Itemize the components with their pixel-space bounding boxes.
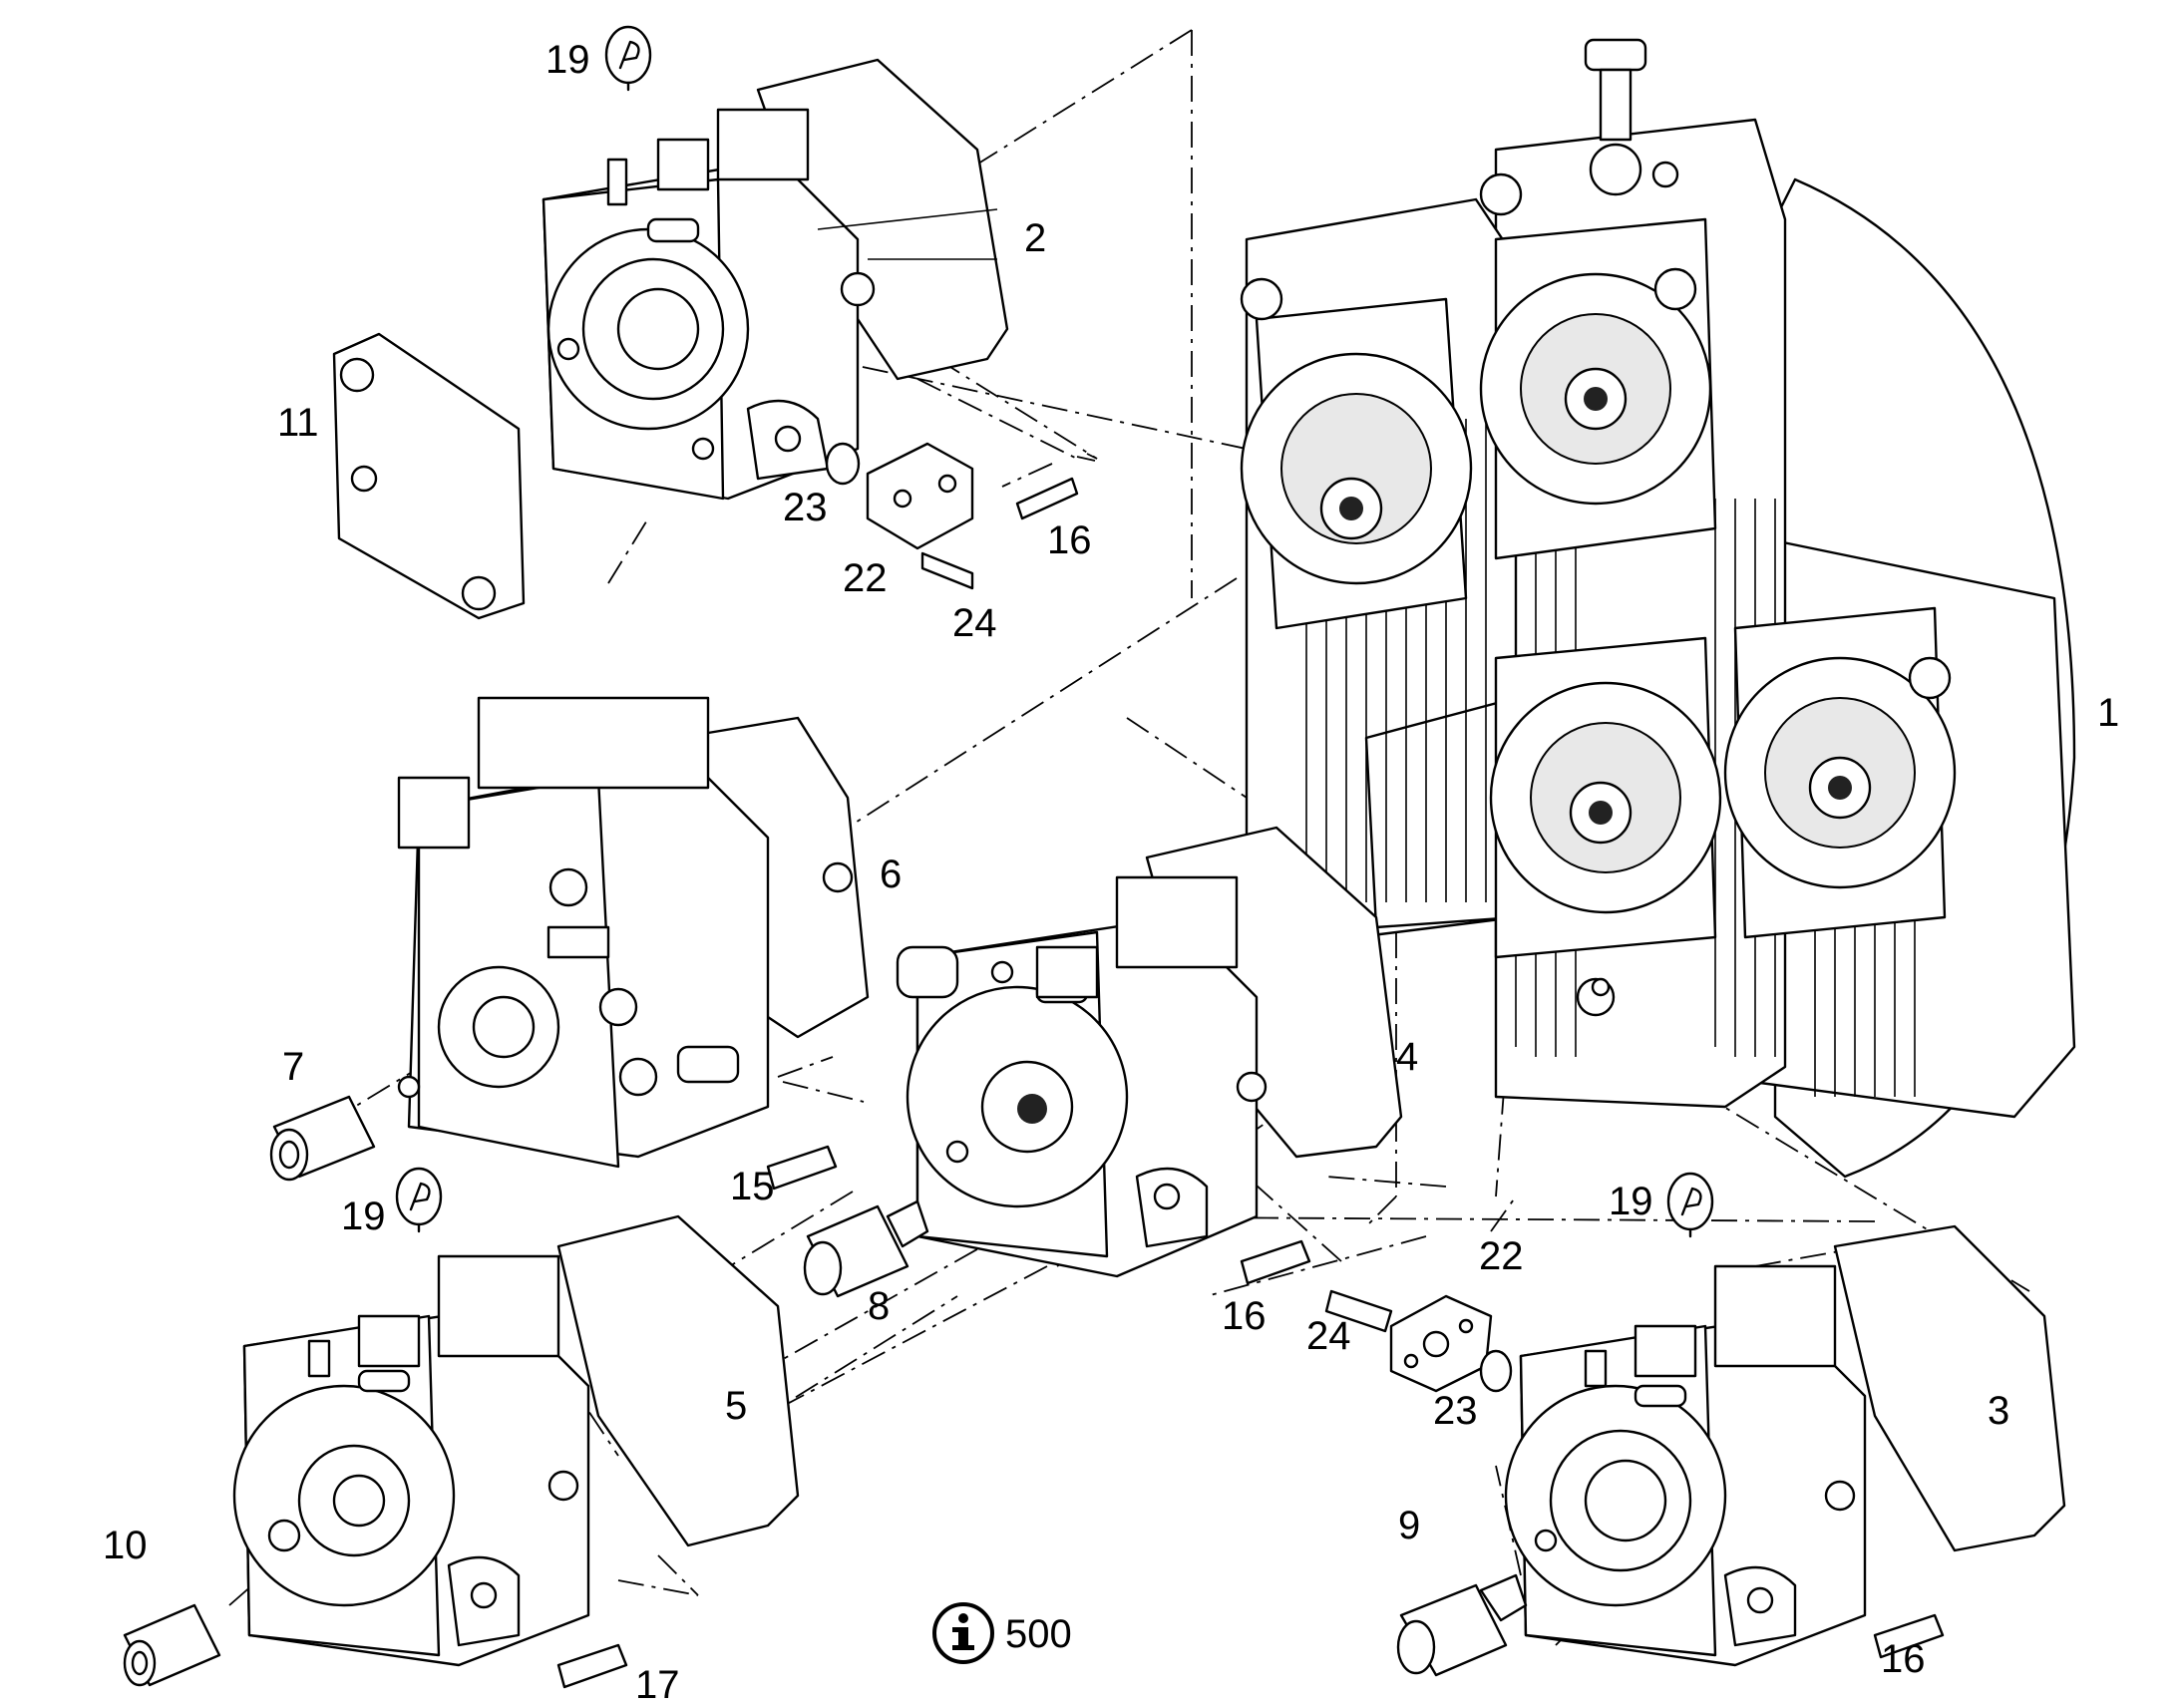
shaft-coupling-7 xyxy=(269,1095,376,1182)
info-note-text: 500 xyxy=(1005,1612,1072,1656)
callout-16: 16 xyxy=(1047,518,1092,562)
callout-4: 4 xyxy=(1396,1035,1418,1079)
callout-9: 9 xyxy=(1398,1504,1420,1547)
callout-16: 16 xyxy=(1222,1294,1267,1338)
hydraulic-pump-4 xyxy=(896,826,1403,1278)
info-note: 500 xyxy=(932,1602,1072,1664)
callout-6: 6 xyxy=(880,853,902,896)
callout-3: 3 xyxy=(1988,1389,2009,1433)
callout-1: 1 xyxy=(2097,691,2119,735)
callout-19: 19 xyxy=(341,1195,386,1238)
callout-10: 10 xyxy=(103,1524,148,1567)
hydraulic-pump-6 xyxy=(397,696,870,1169)
callout-22: 22 xyxy=(1479,1234,1524,1278)
hydraulic-pump-2 xyxy=(542,58,1009,501)
callout-16: 16 xyxy=(1881,1637,1926,1681)
callout-15: 15 xyxy=(730,1165,775,1208)
callout-19: 19 xyxy=(545,38,590,82)
callout-8: 8 xyxy=(868,1284,890,1328)
callout-24: 24 xyxy=(1306,1314,1351,1358)
bolts xyxy=(556,1145,1945,1689)
check-symbol-icon xyxy=(395,1167,443,1233)
callout-labels: 1 2 3 4 5 6 7 8 9 10 11 15 16 16 16 17 1… xyxy=(103,38,2119,1707)
cover-plate-11 xyxy=(332,332,526,620)
callout-17: 17 xyxy=(635,1663,680,1707)
info-icon xyxy=(932,1602,994,1664)
shaft-coupling-8 xyxy=(803,1199,929,1298)
callout-23: 23 xyxy=(783,486,828,529)
callout-23: 23 xyxy=(1433,1389,1478,1433)
check-symbol-icon xyxy=(604,25,652,92)
check-symbol-icon xyxy=(1666,1172,1714,1238)
callout-7: 7 xyxy=(282,1045,304,1089)
callout-5: 5 xyxy=(725,1384,747,1428)
flange-kit-bottom xyxy=(1389,1294,1513,1393)
callout-19: 19 xyxy=(1609,1180,1653,1223)
callout-11: 11 xyxy=(277,401,319,445)
callout-24: 24 xyxy=(952,601,997,645)
hydraulic-pump-5 xyxy=(232,1214,800,1667)
transfer-gearbox-housing xyxy=(1240,38,2076,1179)
callout-22: 22 xyxy=(843,556,888,600)
shaft-coupling-10 xyxy=(123,1603,221,1687)
hydraulic-pump-3 xyxy=(1504,1224,2066,1667)
flange-kit-top xyxy=(825,442,1079,590)
shaft-coupling-9 xyxy=(1396,1573,1528,1677)
callout-2: 2 xyxy=(1024,216,1046,260)
